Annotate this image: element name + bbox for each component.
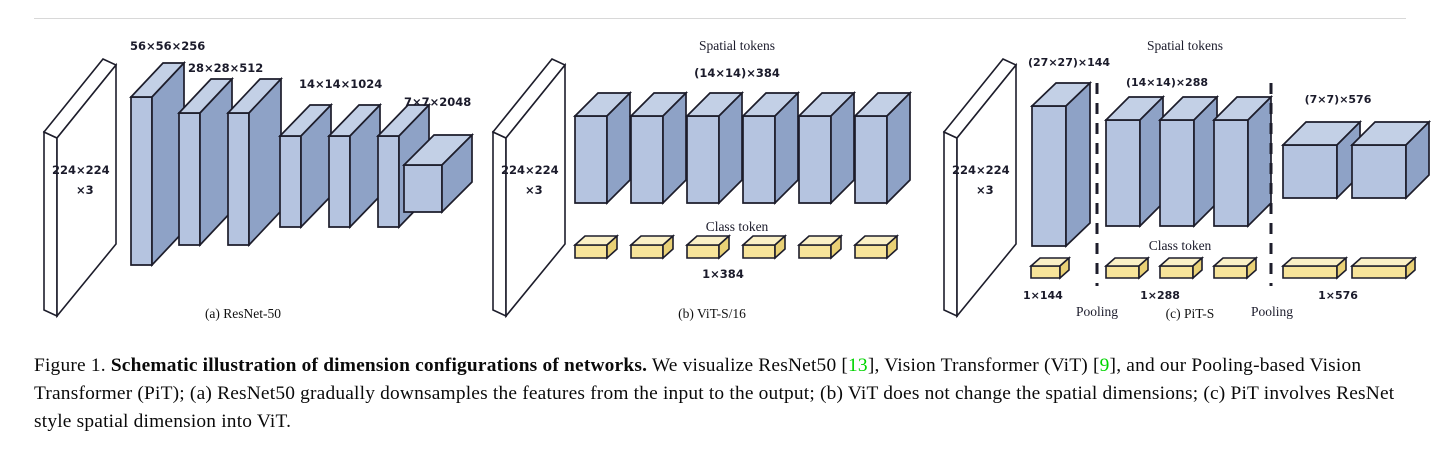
- pit-stage3-block-1: [1280, 119, 1363, 201]
- pit-class-token-label: Class token: [1149, 238, 1212, 253]
- resnet-stage-block-1: [129, 60, 186, 268]
- resnet-stage-block-4: [277, 102, 334, 230]
- pit-stage3-token-dim-label: 1×576: [1318, 289, 1358, 302]
- page-top-rule: [34, 18, 1406, 19]
- vit-class-token-6: [852, 234, 900, 260]
- pit-stage1-token-dim-label: 1×144: [1023, 289, 1063, 302]
- pit-stage3-block-2: [1349, 119, 1432, 201]
- vit-class-token-5: [796, 234, 844, 260]
- panel-resnet50: 224×224 ×3: [42, 39, 475, 321]
- input-plane-pit: [942, 58, 1018, 319]
- vit-class-token-4: [740, 234, 788, 260]
- citation-9[interactable]: 9: [1099, 355, 1110, 376]
- vit-class-token-1: [572, 234, 620, 260]
- pit-stage1-dim-label: (27×27)×144: [1028, 56, 1110, 69]
- pit-stage3-class-token-2: [1349, 256, 1418, 280]
- pit-stage1-class-token: [1028, 256, 1072, 280]
- network-dimension-diagram: 224×224 ×3: [42, 38, 1432, 321]
- pit-stage1-block-1: [1029, 81, 1093, 248]
- vit-block-6: [852, 90, 913, 206]
- vit-input-dim-line1: 224×224: [501, 163, 559, 177]
- pit-stage3-class-token-1: [1280, 256, 1349, 280]
- pit-input-dim-line1: 224×224: [952, 163, 1010, 177]
- pit-stage3-dim-label: (7×7)×576: [1305, 93, 1372, 106]
- resnet-stage-block-2: [177, 76, 234, 248]
- resnet-stage-label-1: 56×56×256: [130, 39, 205, 53]
- resnet-stage-label-2: 28×28×512: [188, 61, 263, 75]
- figure-graphic: 224×224 ×3: [0, 28, 1440, 328]
- resnet-stage-block-3: [226, 76, 283, 248]
- pit-stage2-class-token-3: [1211, 256, 1259, 280]
- input-plane-vit: [491, 58, 567, 319]
- pit-stage2-class-token-2: [1157, 256, 1205, 280]
- resnet-stage-label-4: 7×7×2048: [404, 95, 471, 109]
- vit-input-dim-line2: ×3: [525, 183, 543, 197]
- caption-text-1: We visualize ResNet50 [: [647, 355, 849, 376]
- figure-number: Figure 1.: [34, 355, 106, 376]
- vit-block-3: [684, 90, 745, 206]
- pit-stage2-block-2: [1157, 94, 1220, 229]
- vit-class-dim-label: 1×384: [702, 267, 744, 281]
- vit-block-1: [572, 90, 633, 206]
- resnet-stage-block-7: [401, 132, 475, 215]
- figure-title-bold: Schematic illustration of dimension conf…: [110, 355, 648, 376]
- pit-stage2-class-token-1: [1103, 256, 1151, 280]
- vit-block-5: [796, 90, 857, 206]
- panel-pit-s: 224×224 ×3 Spatial tokens (27×27)×144 (1…: [942, 38, 1432, 321]
- pit-stage2-token-dim-label: 1×288: [1140, 289, 1180, 302]
- resnet-stage-block-5: [326, 102, 383, 230]
- panel-caption-pit: (c) PiT-S: [1166, 306, 1215, 321]
- vit-class-token-2: [628, 234, 676, 260]
- panel-caption-vit: (b) ViT-S/16: [678, 306, 746, 321]
- resnet-input-dim-line2: ×3: [76, 183, 94, 197]
- vit-block-4: [740, 90, 801, 206]
- pit-input-dim-line2: ×3: [976, 183, 994, 197]
- vit-spatial-tokens-label: Spatial tokens: [699, 38, 775, 53]
- vit-block-2: [628, 90, 689, 206]
- vit-spatial-dim-label: (14×14)×384: [694, 66, 780, 80]
- figure-caption: Figure 1. Schematic illustration of dime…: [34, 352, 1412, 437]
- panel-caption-resnet: (a) ResNet-50: [205, 306, 281, 321]
- resnet-input-dim-line1: 224×224: [52, 163, 110, 177]
- pit-stage2-block-3: [1211, 94, 1274, 229]
- resnet-stage-label-3: 14×14×1024: [299, 77, 382, 91]
- pit-spatial-tokens-label: Spatial tokens: [1147, 38, 1223, 53]
- pit-stage2-dim-label: (14×14)×288: [1126, 76, 1208, 89]
- pooling-label-2: Pooling: [1251, 304, 1293, 319]
- caption-text-2: ], Vision Transformer (ViT) [: [867, 355, 1100, 376]
- citation-13[interactable]: 13: [848, 355, 868, 376]
- pooling-label-1: Pooling: [1076, 304, 1118, 319]
- pit-stage2-block-1: [1103, 94, 1166, 229]
- vit-class-token-label: Class token: [706, 219, 769, 234]
- input-plane-resnet: [42, 58, 118, 319]
- vit-class-token-3: [684, 234, 732, 260]
- panel-vit-s16: 224×224 ×3 Spatial tokens (14×14)×384: [491, 38, 913, 321]
- caption-text-3: ], and our Pooling-based Vision Transfor…: [34, 355, 1395, 433]
